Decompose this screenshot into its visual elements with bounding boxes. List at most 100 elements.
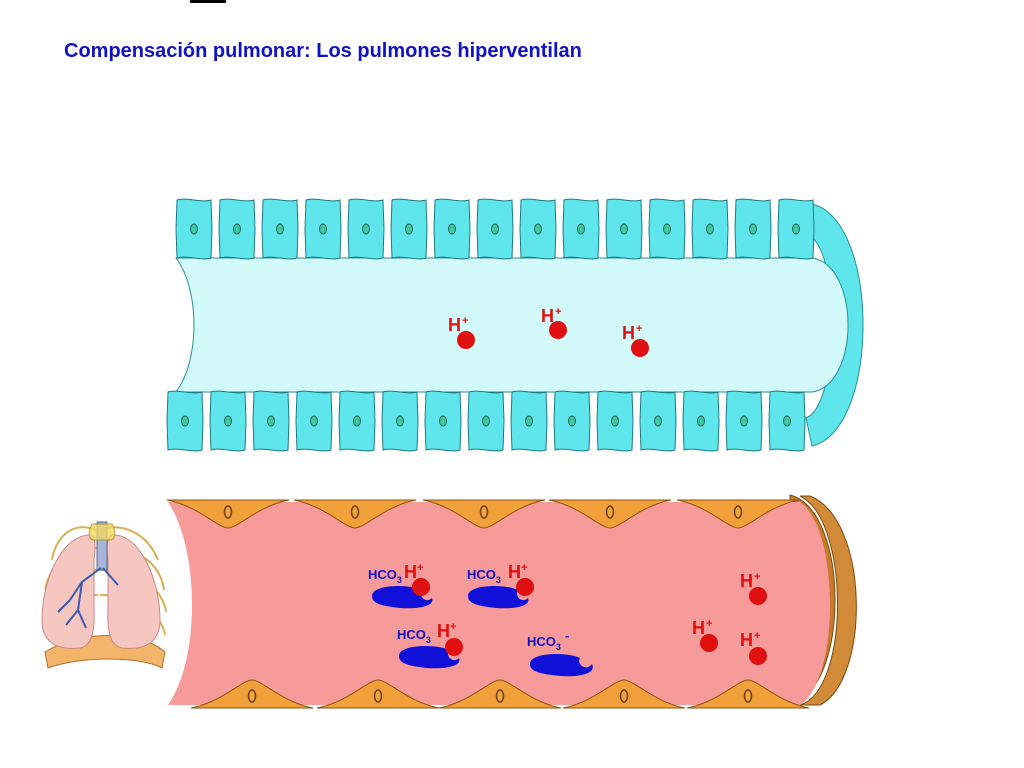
epithelial-cell (381, 390, 419, 452)
epithelial-cell (476, 198, 514, 260)
endothelial-cell (422, 499, 546, 529)
epithelial-cell (390, 198, 428, 260)
cell-nucleus (190, 223, 198, 235)
bicarbonate-shape (468, 586, 529, 609)
proton-charge: + (555, 306, 561, 318)
cell-nucleus (605, 505, 615, 519)
proton-label: H (404, 562, 417, 582)
tubule-proton: H + (448, 315, 475, 349)
proton-charge: + (450, 621, 456, 633)
proton-label: H (508, 562, 521, 582)
proton-label: H (437, 621, 450, 641)
epithelial-cell (347, 198, 385, 260)
slide-title: Compensación pulmonar: Los pulmones hipe… (64, 40, 582, 62)
bicarbonate-label: HCO (368, 567, 397, 582)
proton-charge: + (754, 630, 760, 642)
proton-label: H (740, 571, 753, 591)
epithelial-cell (295, 390, 333, 452)
svg-text:HCO3: HCO3 (368, 567, 402, 585)
cell-nucleus (223, 505, 233, 519)
cell-nucleus (740, 415, 748, 427)
bicarbonate-shape (399, 646, 460, 669)
epithelial-cell (639, 390, 677, 452)
epithelial-cell (252, 390, 290, 452)
epithelial-cell (725, 390, 763, 452)
cell-nucleus (534, 223, 542, 235)
bicarbonate-proton-pair: HCO3 H + (397, 621, 463, 669)
blood-proton: H + (740, 630, 767, 665)
top-edge-bar (190, 0, 226, 3)
endothelial-cell (686, 679, 810, 709)
cell-nucleus (611, 415, 619, 427)
blood-proton: H + (692, 618, 718, 652)
cell-nucleus (373, 689, 383, 703)
epithelial-cell (562, 198, 600, 260)
epithelial-cell (209, 390, 247, 452)
proton-charge: + (636, 323, 642, 335)
cell-nucleus (654, 415, 662, 427)
bicarbonate-subscript: 3 (496, 575, 501, 585)
cell-nucleus (353, 415, 361, 427)
tubule (166, 198, 864, 452)
blood-protons: H + H + H + (692, 571, 767, 665)
proton-charge: + (706, 618, 712, 630)
cell-nucleus (482, 415, 490, 427)
proton-label: H (740, 630, 753, 650)
bicarbonate-proton-pair: HCO3 H + (368, 562, 433, 609)
tubule-top-cell-row (175, 198, 815, 260)
epithelial-cell (433, 198, 471, 260)
cell-nucleus (233, 223, 241, 235)
proton-dot (749, 647, 767, 665)
epithelial-cell (682, 390, 720, 452)
cell-nucleus (224, 415, 232, 427)
cell-nucleus (439, 415, 447, 427)
endothelial-cell (166, 499, 290, 529)
cell-nucleus (577, 223, 585, 235)
tubule-proton: H + (541, 306, 567, 339)
bicarbonate-shape (530, 654, 593, 677)
lungs-illustration-icon (41, 521, 167, 669)
proton-charge: + (462, 315, 468, 327)
cell-nucleus (743, 689, 753, 703)
cell-nucleus (620, 223, 628, 235)
epithelial-cell (175, 198, 213, 260)
epithelial-cell (691, 198, 729, 260)
free-bicarbonate: HCO3- (527, 628, 593, 677)
epithelial-cell (596, 390, 634, 452)
svg-text:HCO3-: HCO3- (527, 628, 569, 652)
bicarbonate-label: HCO (467, 567, 496, 582)
proton-dot (549, 321, 567, 339)
tubule-proton: H + (622, 323, 649, 357)
cell-nucleus (706, 223, 714, 235)
cell-nucleus (479, 505, 489, 519)
cell-nucleus (405, 223, 413, 235)
tubule-protons: H + H + H + (448, 306, 649, 357)
epithelial-cell (777, 198, 815, 260)
epithelial-cell (467, 390, 505, 452)
epithelial-cell (424, 390, 462, 452)
cell-nucleus (697, 415, 705, 427)
endothelial-cell (676, 499, 800, 529)
cell-nucleus (663, 223, 671, 235)
cell-nucleus (362, 223, 370, 235)
bicarbonate-proton-pair: HCO3 H + (467, 562, 534, 609)
epithelial-cell (218, 198, 256, 260)
proton-dot (631, 339, 649, 357)
blood-proton: H + (740, 571, 767, 605)
cell-nucleus (181, 415, 189, 427)
vessel-wall-right (799, 495, 857, 706)
cell-nucleus (733, 505, 743, 519)
epithelial-cell (166, 390, 204, 452)
proton-dot (457, 331, 475, 349)
cell-nucleus (276, 223, 284, 235)
endothelial-cell (548, 499, 672, 529)
proton-charge: + (417, 562, 423, 574)
tubule-lumen (175, 257, 849, 393)
cell-nucleus (783, 415, 791, 427)
proton-dot (412, 578, 430, 596)
cell-nucleus (792, 223, 800, 235)
endothelial-cell (316, 679, 440, 709)
cell-nucleus (568, 415, 576, 427)
proton-dot (749, 587, 767, 605)
